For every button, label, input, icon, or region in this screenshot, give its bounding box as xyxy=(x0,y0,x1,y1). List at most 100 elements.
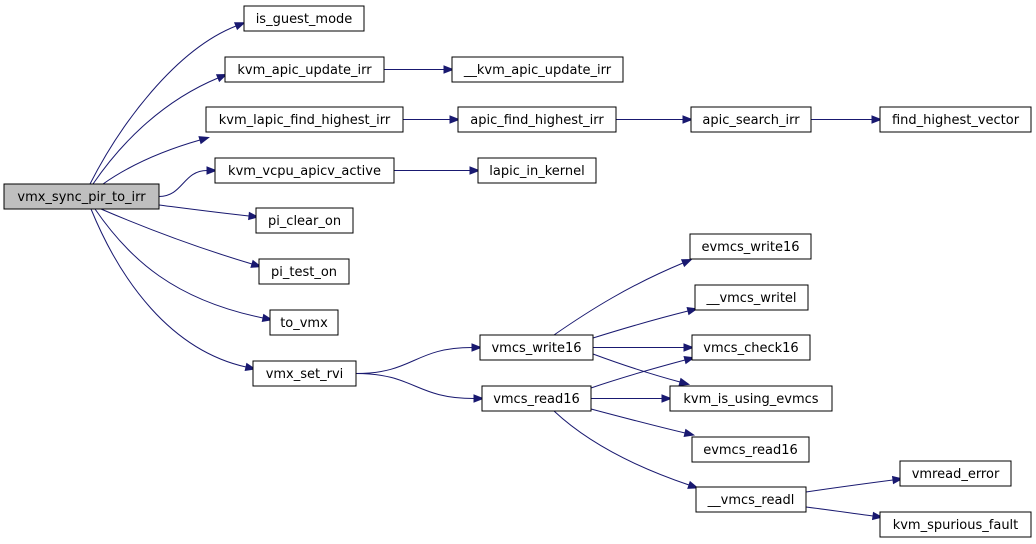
node---kvm-apic-update-irr[interactable]: __kvm_apic_update_irr xyxy=(451,56,624,83)
arrowhead-icon xyxy=(683,343,695,352)
node-box xyxy=(477,157,597,184)
arrowhead-icon xyxy=(443,65,455,74)
node-label: find_highest_vector xyxy=(892,113,1020,128)
arrowhead-icon xyxy=(244,362,257,372)
node-kvm-spurious-fault[interactable]: kvm_spurious_fault xyxy=(879,511,1032,538)
edge-line xyxy=(102,139,201,185)
node-label: pi_test_on xyxy=(271,265,337,280)
node-to-vmx[interactable]: to_vmx xyxy=(269,309,339,336)
node-box xyxy=(690,106,812,133)
edge-kvm_vcpu_apicv_active-to-lapic_in_kernel xyxy=(393,166,481,175)
edge-line xyxy=(805,506,874,517)
node-label: vmcs_read16 xyxy=(493,392,580,407)
node-vmcs-check16[interactable]: vmcs_check16 xyxy=(691,334,811,361)
arrowhead-icon xyxy=(469,166,481,175)
edge-line xyxy=(553,262,684,336)
edge-line xyxy=(158,170,208,197)
arrowhead-icon xyxy=(250,259,262,268)
node-box xyxy=(3,183,160,210)
node---vmcs-writel[interactable]: __vmcs_writel xyxy=(694,284,809,311)
edge-vmx_set_rvi-to-vmcs_read16 xyxy=(355,373,485,403)
edge-vmcs_read16-to-kvm_is_using_evmcs xyxy=(590,394,673,403)
node-label: lapic_in_kernel xyxy=(489,164,584,179)
arrowhead-icon xyxy=(198,136,210,145)
node-pi-test-on[interactable]: pi_test_on xyxy=(258,258,350,285)
edge-vmcs_write16-to-evmcs_write16 xyxy=(553,259,693,336)
edge-vmcs_read16-to-evmcs_read16 xyxy=(590,408,696,438)
node-apic-find-highest-irr[interactable]: apic_find_highest_irr xyxy=(457,106,617,133)
edge-vmx_sync_pir_to_irr-to-pi_clear_on xyxy=(158,204,260,221)
node---vmcs-readl[interactable]: __vmcs_readl xyxy=(695,486,807,513)
edge-vmcs_write16-to-kvm_is_using_evmcs xyxy=(592,353,691,386)
arrowhead-icon xyxy=(686,307,699,316)
edge-line xyxy=(553,410,690,486)
node-vmcs-write16[interactable]: vmcs_write16 xyxy=(479,334,594,361)
node-evmcs-write16[interactable]: evmcs_write16 xyxy=(689,233,812,260)
node-box xyxy=(457,106,617,133)
node-vmread-error[interactable]: vmread_error xyxy=(899,460,1012,487)
node-label: to_vmx xyxy=(280,316,328,331)
node-box xyxy=(214,157,395,184)
node-kvm-apic-update-irr[interactable]: kvm_apic_update_irr xyxy=(224,56,385,83)
arrowhead-icon xyxy=(449,115,461,124)
call-graph-edges xyxy=(89,22,904,521)
node-kvm-is-using-evmcs[interactable]: kvm_is_using_evmcs xyxy=(669,385,833,412)
node-label: apic_find_highest_irr xyxy=(470,113,604,128)
node-apic-search-irr[interactable]: apic_search_irr xyxy=(690,106,812,133)
node-find-highest-vector[interactable]: find_highest_vector xyxy=(879,106,1032,133)
arrowhead-icon xyxy=(683,428,696,438)
arrowhead-icon xyxy=(678,377,691,386)
node-lapic-in-kernel[interactable]: lapic_in_kernel xyxy=(477,157,597,184)
edge-vmx_sync_pir_to_irr-to-is_guest_mode xyxy=(89,22,246,185)
node-pi-clear-on[interactable]: pi_clear_on xyxy=(255,207,354,234)
arrowhead-icon xyxy=(682,115,694,124)
node-vmx-sync-pir-to-irr: vmx_sync_pir_to_irr xyxy=(3,183,160,210)
node-label: kvm_is_using_evmcs xyxy=(683,392,818,407)
node-label: pi_clear_on xyxy=(268,214,341,229)
edge-line xyxy=(89,25,237,185)
node-label: __kvm_apic_update_irr xyxy=(463,63,612,78)
node-label: kvm_spurious_fault xyxy=(893,518,1019,533)
arrowhead-icon xyxy=(233,22,246,31)
node-box xyxy=(691,334,811,361)
arrowhead-icon xyxy=(471,343,483,352)
node-vmx-set-rvi[interactable]: vmx_set_rvi xyxy=(252,360,357,387)
node-box xyxy=(451,56,624,83)
node-box xyxy=(269,309,339,336)
node-kvm-lapic-find-highest-irr[interactable]: kvm_lapic_find_highest_irr xyxy=(205,106,404,133)
call-graph-nodes: vmx_sync_pir_to_irr is_guest_mode kvm_apic… xyxy=(3,5,1032,538)
edge-__vmcs_readl-to-kvm_spurious_fault xyxy=(805,506,884,521)
edge-line xyxy=(592,310,689,339)
node-label: vmcs_check16 xyxy=(703,341,798,356)
node-box xyxy=(481,385,592,412)
node-box xyxy=(255,207,354,234)
edge-apic_search_irr-to-find_highest_vector xyxy=(811,115,883,124)
node-box xyxy=(689,233,812,260)
arrowhead-icon xyxy=(261,313,274,323)
edge-line xyxy=(158,204,250,217)
edge-vmx_sync_pir_to_irr-to-kvm_vcpu_apicv_active xyxy=(158,166,218,197)
node-evmcs-read16[interactable]: evmcs_read16 xyxy=(691,436,810,463)
edge-line xyxy=(94,208,264,319)
node-label: kvm_apic_update_irr xyxy=(237,63,372,78)
arrowhead-icon xyxy=(215,74,228,83)
node-box xyxy=(691,436,810,463)
node-box xyxy=(879,106,1032,133)
node-box xyxy=(879,511,1032,538)
node-vmcs-read16[interactable]: vmcs_read16 xyxy=(481,385,592,412)
node-is-guest-mode[interactable]: is_guest_mode xyxy=(243,5,365,32)
node-label: kvm_lapic_find_highest_irr xyxy=(219,113,391,128)
arrowhead-icon xyxy=(248,211,260,221)
edge-vmcs_read16-to-__vmcs_readl xyxy=(553,410,699,489)
edge-line xyxy=(590,408,686,434)
node-box xyxy=(669,385,833,412)
edge-line xyxy=(590,359,686,389)
node-kvm-vcpu-apicv-active[interactable]: kvm_vcpu_apicv_active xyxy=(214,157,395,184)
arrowhead-icon xyxy=(661,394,673,403)
edge-vmx_set_rvi-to-vmcs_write16 xyxy=(355,343,483,374)
node-box xyxy=(479,334,594,361)
edge-vmx_sync_pir_to_irr-to-kvm_lapic_find_highest_irr xyxy=(102,136,210,185)
arrowhead-icon xyxy=(687,480,699,489)
edge-line xyxy=(90,208,247,368)
